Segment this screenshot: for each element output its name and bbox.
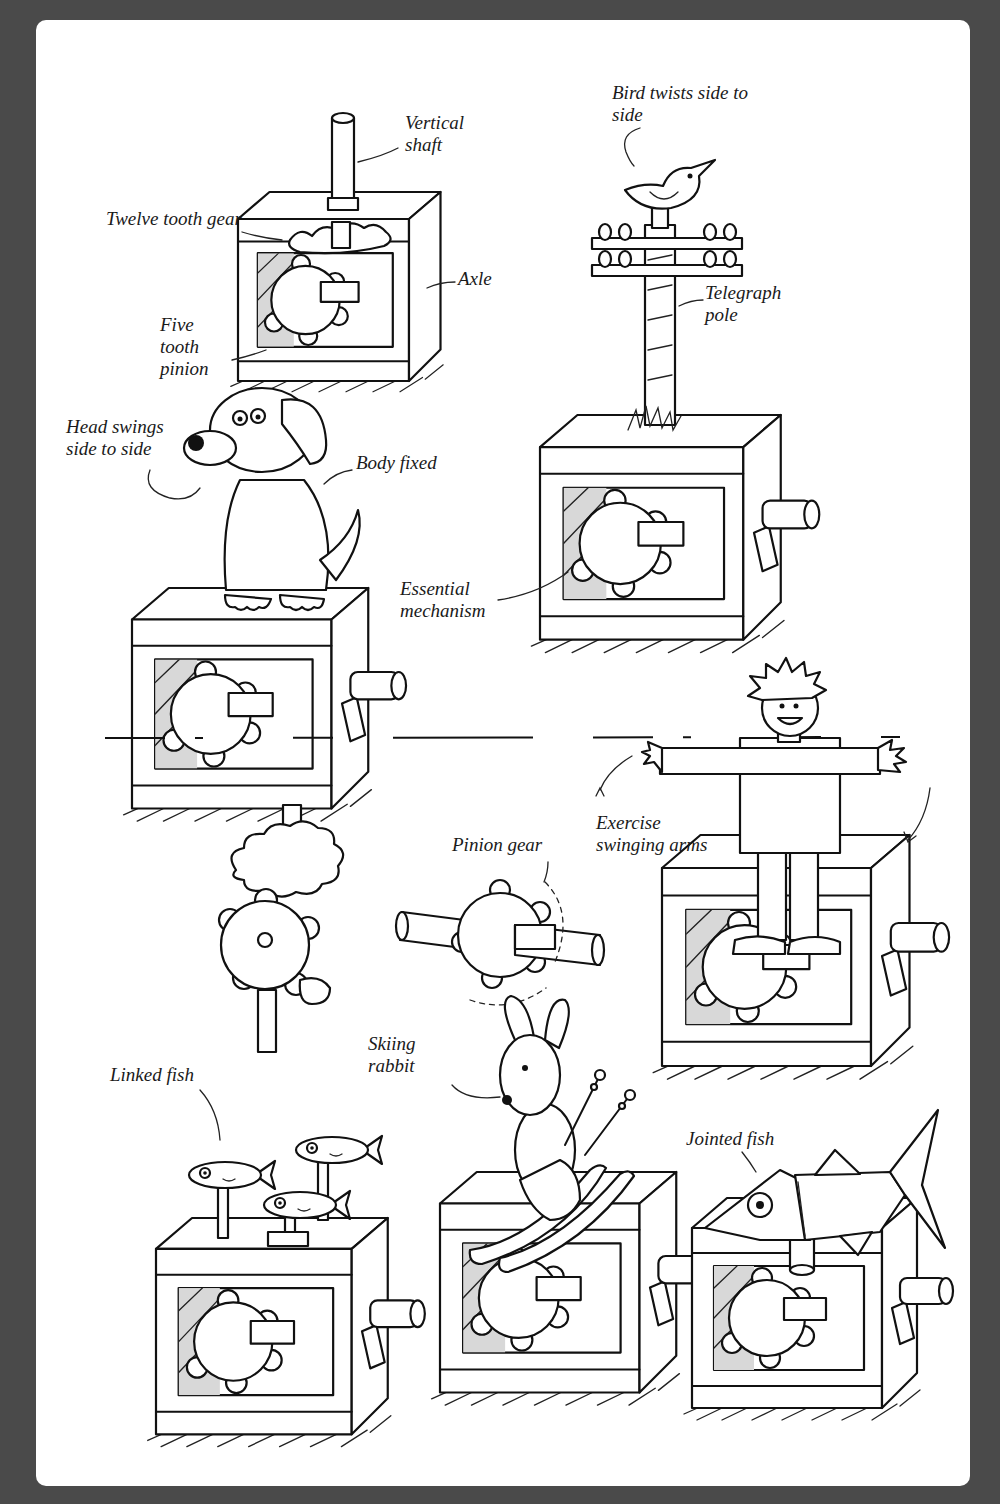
annotation: Head swings side to side <box>66 416 184 460</box>
annotation: Telegraph pole <box>705 282 815 326</box>
annotation: Jointed fish <box>686 1128 816 1150</box>
annotation: Body fixed <box>356 452 438 474</box>
annotation: Bird twists side to side <box>612 82 772 126</box>
annotation: Five tooth pinion <box>160 314 234 380</box>
annotation: Twelve tooth gear <box>106 208 246 230</box>
annotation: Essential mechanism <box>400 578 524 622</box>
annotation: Linked fish <box>110 1064 240 1086</box>
annotation: Pinion gear <box>452 834 582 856</box>
annotation: Exercise swinging arms <box>596 812 720 856</box>
annotation: Axle <box>458 268 528 290</box>
annotation: Skiing rabbit <box>368 1033 460 1077</box>
annotation: Vertical shaft <box>405 112 497 156</box>
